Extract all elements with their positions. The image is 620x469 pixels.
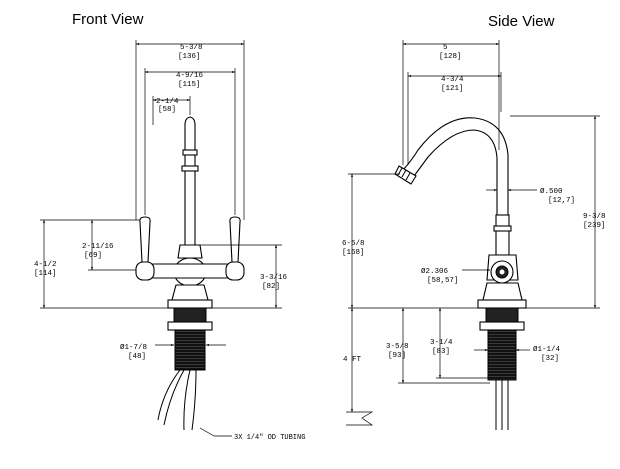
front-dim-handle-width: 4-9/16 [115] xyxy=(144,68,236,215)
side-dim-reach: 5 [128] xyxy=(402,40,500,165)
dim-label-mm: [93] xyxy=(388,352,406,360)
dim-label-mm: [12,7] xyxy=(548,197,575,205)
dim-label-in: 9-3/8 xyxy=(583,213,606,221)
side-dim-spout-dia: Ø.500 [12,7] xyxy=(486,187,575,205)
dim-label-in: 4 FT xyxy=(343,356,362,364)
dim-label-mm: [83] xyxy=(432,348,450,356)
front-dim-shank-dia: Ø1-7/8 [48] xyxy=(120,343,226,361)
dim-label-mm: [48] xyxy=(128,353,146,361)
side-view-title: Side View xyxy=(488,13,555,30)
dim-label-in: 3-5/8 xyxy=(386,343,409,351)
front-dim-overall-width: 5-3/8 [136] xyxy=(135,40,245,220)
tubing-note: 3X 1/4" OD TUBING xyxy=(234,434,305,442)
dim-label-mm: [115] xyxy=(178,81,201,89)
tubing-callout: 3X 1/4" OD TUBING xyxy=(199,427,305,442)
dim-label-in: 2-11/16 xyxy=(82,243,114,251)
dim-label-in: Ø1-7/8 xyxy=(120,343,147,352)
dim-label-mm: [168] xyxy=(342,249,365,257)
side-dim-shank-length: 3-1/4 [83] xyxy=(430,307,490,379)
dim-label-mm: [128] xyxy=(439,53,462,61)
side-dim-tubing-length: 4 FT xyxy=(343,307,374,426)
side-dim-overall-height: 9-3/8 [239] xyxy=(510,115,606,309)
dim-label-mm: [69] xyxy=(84,252,102,260)
dim-label-mm: [58] xyxy=(158,106,176,114)
front-dim-body-height: 3-3/16 [82] xyxy=(200,244,288,309)
dim-label-mm: [82] xyxy=(262,283,280,291)
side-dim-body-dia: Ø2.306 [58,57] xyxy=(421,267,491,285)
dim-label-mm: [239] xyxy=(583,222,606,230)
dim-label-in: 4-3/4 xyxy=(441,76,464,84)
dim-label-in: Ø.500 xyxy=(540,187,563,196)
dim-label-in: 2-1/4 xyxy=(156,98,179,106)
dim-label-in: 5 xyxy=(443,44,448,52)
dim-label-mm: [114] xyxy=(34,270,57,278)
side-dim-shank-dia: Ø1-1/4 [32] xyxy=(474,345,561,363)
dim-label-mm: [32] xyxy=(541,355,559,363)
dim-label-in: 4-1/2 xyxy=(34,261,57,269)
side-dim-below-deck: 3-5/8 [93] xyxy=(386,307,490,384)
dim-label-in: 3-1/4 xyxy=(430,339,453,347)
dim-label-in: 5-3/8 xyxy=(180,44,203,52)
side-dim-spout-reach: 4-3/4 [121] xyxy=(407,72,502,165)
front-dim-body-width: 2-1/4 [58] xyxy=(152,96,191,125)
dim-label-in: 6-5/8 xyxy=(342,240,365,248)
front-view-title: Front View xyxy=(72,11,144,28)
dim-label-mm: [121] xyxy=(441,85,464,93)
side-view-faucet xyxy=(394,117,527,430)
dim-label-in: Ø2.306 xyxy=(421,267,449,276)
side-dim-spout-height: 6-5/8 [168] xyxy=(342,173,478,309)
front-dim-total-height: 4-1/2 [114] xyxy=(34,219,168,309)
dim-label-mm: [136] xyxy=(178,53,201,61)
dim-label-in: Ø1-1/4 xyxy=(533,345,561,354)
front-view-faucet xyxy=(135,116,245,431)
dim-label-in: 4-9/16 xyxy=(176,72,204,80)
dim-label-in: 3-3/16 xyxy=(260,274,288,282)
front-dim-body-to-handle: 2-11/16 [69] xyxy=(82,219,136,271)
dim-label-mm: [58,57] xyxy=(427,277,459,285)
